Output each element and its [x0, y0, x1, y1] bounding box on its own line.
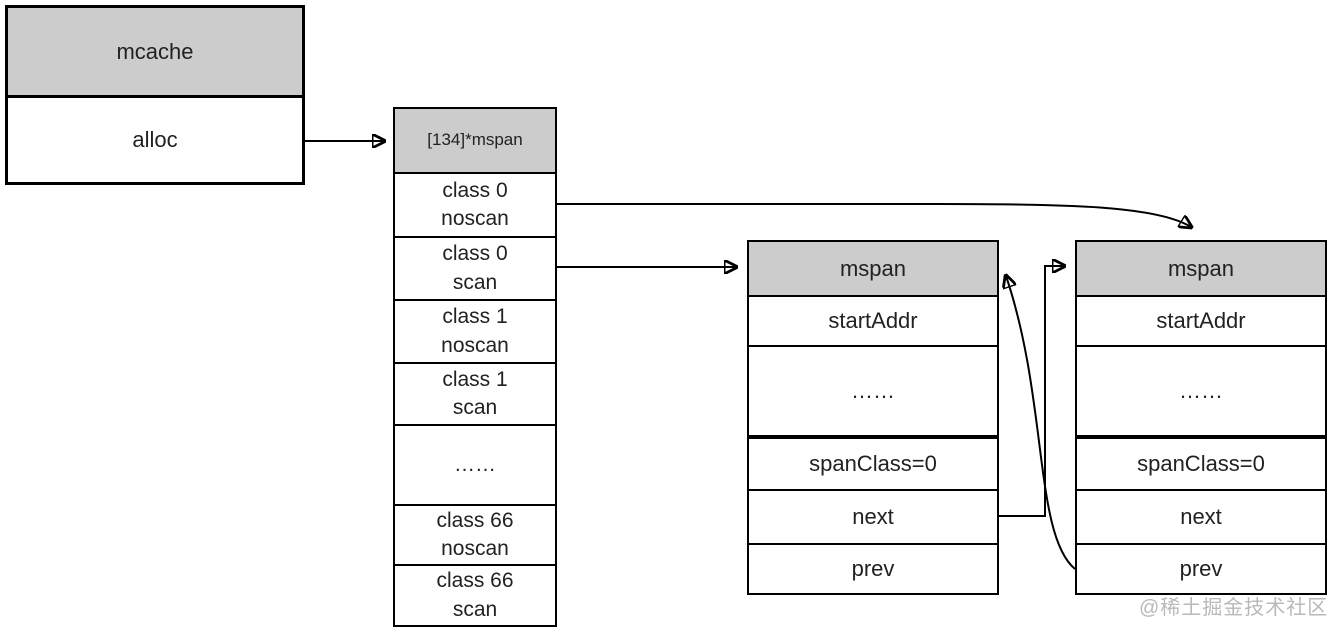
span-array-box: [134]*mspan class 0 noscan class 0 scan …: [393, 107, 557, 627]
mspan-right-field-startaddr: startAddr: [1077, 295, 1325, 345]
mcache-box: mcache alloc: [5, 5, 305, 185]
span-array-cell-class66-scan: class 66 scan: [395, 564, 555, 625]
mspan-right-title: mspan: [1077, 242, 1325, 295]
mspan-left-box: mspan startAddr …… spanClass=0 next prev: [747, 240, 999, 595]
arrow-right-prev-to-left-mspan: [1006, 276, 1076, 570]
arrow-left-next-to-right-mspan: [999, 266, 1064, 517]
mcache-field-alloc: alloc: [8, 95, 302, 182]
span-array-title: [134]*mspan: [395, 109, 555, 172]
mspan-right-box: mspan startAddr …… spanClass=0 next prev: [1075, 240, 1327, 595]
span-array-cell-ellipsis: ……: [395, 424, 555, 504]
span-array-cell-class0-noscan: class 0 noscan: [395, 172, 555, 236]
span-array-cell-class66-noscan: class 66 noscan: [395, 504, 555, 564]
mspan-left-title: mspan: [749, 242, 997, 295]
arrow-class0-noscan-to-right-mspan: [557, 203, 1191, 227]
mcache-title: mcache: [8, 8, 302, 95]
mspan-right-field-spanclass: spanClass=0: [1077, 435, 1325, 489]
mspan-right-field-prev: prev: [1077, 543, 1325, 593]
span-array-cell-class0-scan: class 0 scan: [395, 236, 555, 299]
mspan-left-field-ellipsis: ……: [749, 345, 997, 435]
span-array-cell-class1-noscan: class 1 noscan: [395, 299, 555, 362]
watermark-text: @稀土掘金技术社区: [1139, 597, 1329, 619]
mspan-right-field-ellipsis: ……: [1077, 345, 1325, 435]
span-array-cell-class1-scan: class 1 scan: [395, 362, 555, 424]
mspan-left-field-startaddr: startAddr: [749, 295, 997, 345]
mspan-right-field-next: next: [1077, 489, 1325, 543]
mspan-left-field-prev: prev: [749, 543, 997, 593]
mspan-left-field-next: next: [749, 489, 997, 543]
mspan-left-field-spanclass: spanClass=0: [749, 435, 997, 489]
